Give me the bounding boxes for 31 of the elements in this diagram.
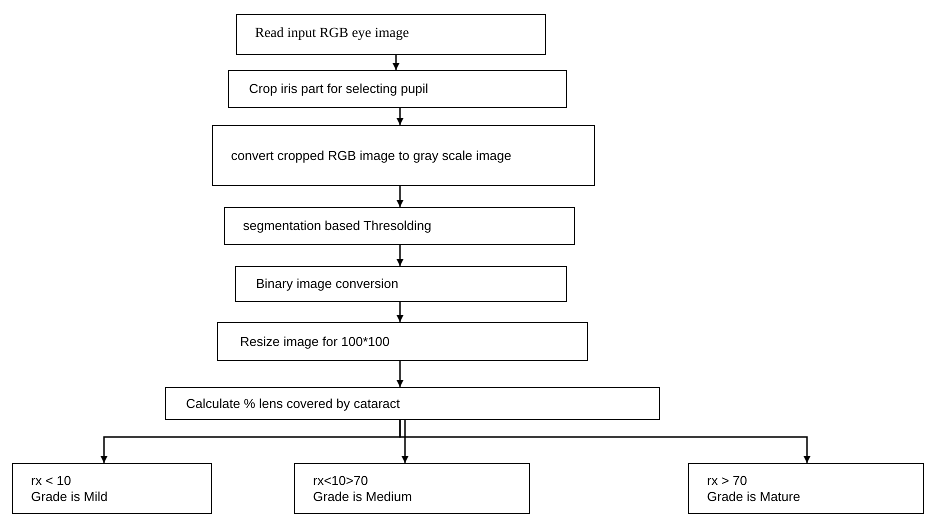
arrow bbox=[402, 420, 408, 463]
step-text: Calculate % lens covered by cataract bbox=[186, 396, 401, 412]
arrow bbox=[396, 302, 404, 322]
step-text: Grade is Medium bbox=[313, 488, 413, 504]
process-box bbox=[212, 125, 595, 186]
process-box bbox=[236, 14, 546, 55]
arrow bbox=[396, 186, 404, 207]
step-text: convert cropped RGB image to gray scale image bbox=[231, 148, 512, 164]
step-text: Binary image conversion bbox=[256, 276, 400, 292]
step-text: Crop iris part for selecting pupil bbox=[249, 81, 430, 97]
step-text: rx<10>70 bbox=[313, 472, 369, 488]
step-text: rx < 10 bbox=[31, 472, 72, 488]
step-text: rx > 70 bbox=[707, 472, 748, 488]
process-box bbox=[235, 266, 567, 302]
process-box bbox=[294, 463, 530, 514]
process-box bbox=[228, 70, 567, 108]
step-text: segmentation based Thresolding bbox=[243, 218, 432, 234]
process-box bbox=[165, 387, 660, 420]
process-box bbox=[217, 322, 588, 361]
arrow bbox=[396, 361, 404, 387]
step-text: Read input RGB eye image bbox=[255, 26, 410, 43]
step-text: Resize image for 100*100 bbox=[240, 334, 391, 350]
process-box bbox=[12, 463, 212, 514]
step-text: Grade is Mature bbox=[707, 488, 802, 504]
process-box bbox=[224, 207, 575, 245]
arrow bbox=[392, 55, 400, 70]
step-text: Grade is Mild bbox=[31, 488, 109, 504]
arrow bbox=[399, 420, 810, 463]
arrow bbox=[396, 108, 404, 125]
process-box bbox=[688, 463, 924, 514]
arrow bbox=[396, 245, 404, 266]
